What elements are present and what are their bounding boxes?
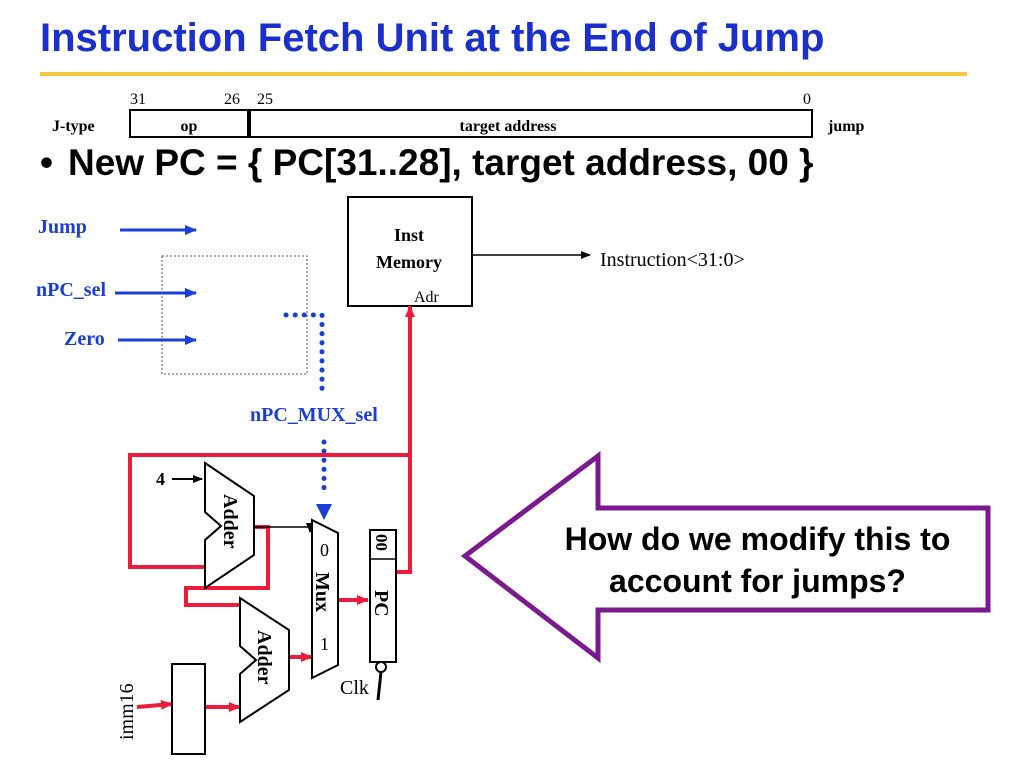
new-pc-bullet: • New PC = { PC[31..28], target address, … <box>40 142 813 184</box>
npc-mux-sel-upper-dotted <box>283 312 325 395</box>
inst-memory-line1: Inst <box>394 225 424 245</box>
adder-pc-plus-4: 4 Adder <box>156 461 255 590</box>
new-pc-formula: New PC = { PC[31..28], target address, 0… <box>68 142 814 183</box>
npc-sel-label: nPC_sel <box>36 279 106 301</box>
clock-line <box>376 671 383 701</box>
zero-signal-label: Zero <box>64 328 105 350</box>
control-signals: Jump nPC_sel Zero nPC_MUX_sel <box>36 216 378 520</box>
adder1-label: Adder <box>219 494 241 549</box>
jump-instruction-label: jump <box>827 118 865 135</box>
datapath-wires <box>128 305 415 712</box>
title-underline <box>40 72 967 76</box>
clock-inversion-bubble <box>375 661 387 673</box>
instruction-output-label: Instruction<31:0> <box>600 249 745 271</box>
mux-input1-label: 1 <box>320 634 329 654</box>
adder2-shape <box>239 596 290 724</box>
pc-label: PC <box>370 590 392 617</box>
sign-extend-box <box>171 663 206 755</box>
jtype-label: J-type <box>52 118 95 135</box>
bit-0-label: 0 <box>803 91 811 108</box>
adr-label: Adr <box>414 289 440 306</box>
mux-input0-label: 0 <box>320 540 329 560</box>
adder2-label: Adder <box>253 630 275 685</box>
clk-label: Clk <box>340 677 369 699</box>
adder1-shape <box>204 461 255 590</box>
pc-register-box <box>369 529 397 663</box>
mux-shape <box>311 518 339 680</box>
bit-31-label: 31 <box>130 91 146 108</box>
imm16-wire <box>136 699 173 710</box>
imm16-label: imm16 <box>116 683 138 740</box>
constant-four-label: 4 <box>156 469 165 489</box>
pc-feedback-wire <box>128 453 412 574</box>
jtype-format: 31 26 25 0 J-type op target address jump <box>52 91 865 138</box>
pc-register: 00 PC Clk <box>340 529 397 701</box>
imm16-extender: imm16 <box>116 663 206 755</box>
callout-question: How do we modify this to account for jum… <box>564 521 951 599</box>
op-field-label: op <box>181 118 198 135</box>
npc-mux: 0 1 Mux <box>311 518 339 680</box>
bullet-marker: • <box>40 142 53 183</box>
bit-26-label: 26 <box>224 91 240 108</box>
adder-branch-target: Adder <box>239 596 290 724</box>
jump-signal-label: Jump <box>38 216 87 238</box>
control-logic-box <box>161 255 308 375</box>
mux-label: Mux <box>311 572 333 612</box>
pc-low-bits-label: 00 <box>372 534 391 551</box>
adder1-to-mux0-wire <box>254 523 314 533</box>
npc-mux-sel-label: nPC_MUX_sel <box>250 404 378 426</box>
op-field-box <box>129 109 249 138</box>
instruction-memory: Inst Memory Adr Instruction<31:0> <box>347 196 745 307</box>
target-field-box <box>249 109 813 138</box>
callout-arrow-shape <box>460 450 991 664</box>
npc-mux-sel-arrowhead <box>316 504 332 520</box>
target-field-label: target address <box>459 118 556 135</box>
bit-25-label: 25 <box>257 91 273 108</box>
slide-title: Instruction Fetch Unit at the End of Jum… <box>40 16 825 60</box>
inst-memory-line2: Memory <box>376 252 442 272</box>
